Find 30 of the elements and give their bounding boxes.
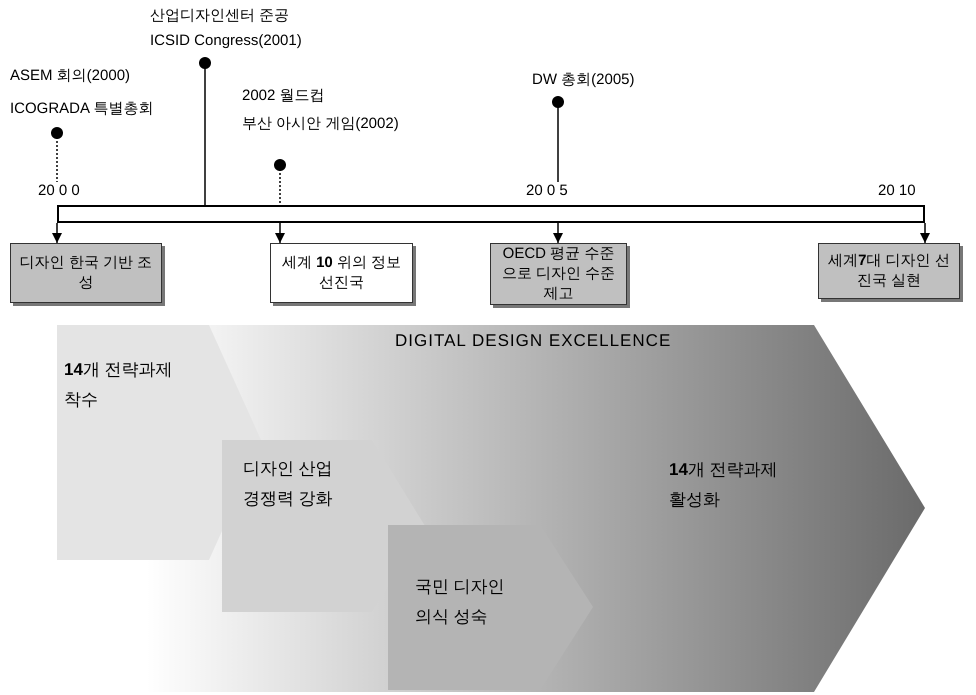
arrow <box>52 223 62 243</box>
chevron-label: 국민 디자인 의식 성숙 <box>415 576 506 628</box>
event-label: ICOGRADA 특별총회 <box>10 99 154 118</box>
year-label: 20 0 0 <box>38 182 98 200</box>
chevron-shape <box>57 325 925 692</box>
arrow <box>553 223 563 243</box>
arrow <box>275 223 285 243</box>
event-label: 부산 아시안 게임(2002) <box>242 114 399 133</box>
leader-line <box>274 159 286 205</box>
chevron-label: 14개 전략과제 착수 <box>64 359 174 411</box>
year-label: 20 10 <box>878 182 916 199</box>
event-label: ASEM 회의(2000) <box>10 66 130 85</box>
chevron-shape <box>388 525 593 690</box>
leader-line <box>199 57 211 205</box>
timeline-bar <box>57 205 925 223</box>
milestone-card: 디자인 한국 기반 조성 <box>10 243 162 303</box>
banner-title: DIGITAL DESIGN EXCELLENCE <box>395 331 672 351</box>
arrow <box>920 223 930 243</box>
event-label: 2002 월드컵 <box>242 86 325 105</box>
event-label: DW 총회(2005) <box>532 70 635 89</box>
event-label: 산업디자인센터 준공 <box>150 6 290 25</box>
leader-line <box>552 96 564 182</box>
year-label: 20 0 5 <box>526 182 586 200</box>
milestone-card: 세계7대 디자인 선진국 실현 <box>818 243 960 299</box>
chevron-label: 14개 전략과제 활성화 <box>669 459 779 511</box>
milestone-card: 세계 10 위의 정보 선진국 <box>270 243 413 303</box>
event-label: ICSID Congress(2001) <box>150 32 302 49</box>
milestone-card: OECD 평균 수준으로 디자인 수준제고 <box>490 243 627 305</box>
leader-line <box>51 127 63 182</box>
chevron-label: 디자인 산업 경쟁력 강화 <box>243 458 334 510</box>
